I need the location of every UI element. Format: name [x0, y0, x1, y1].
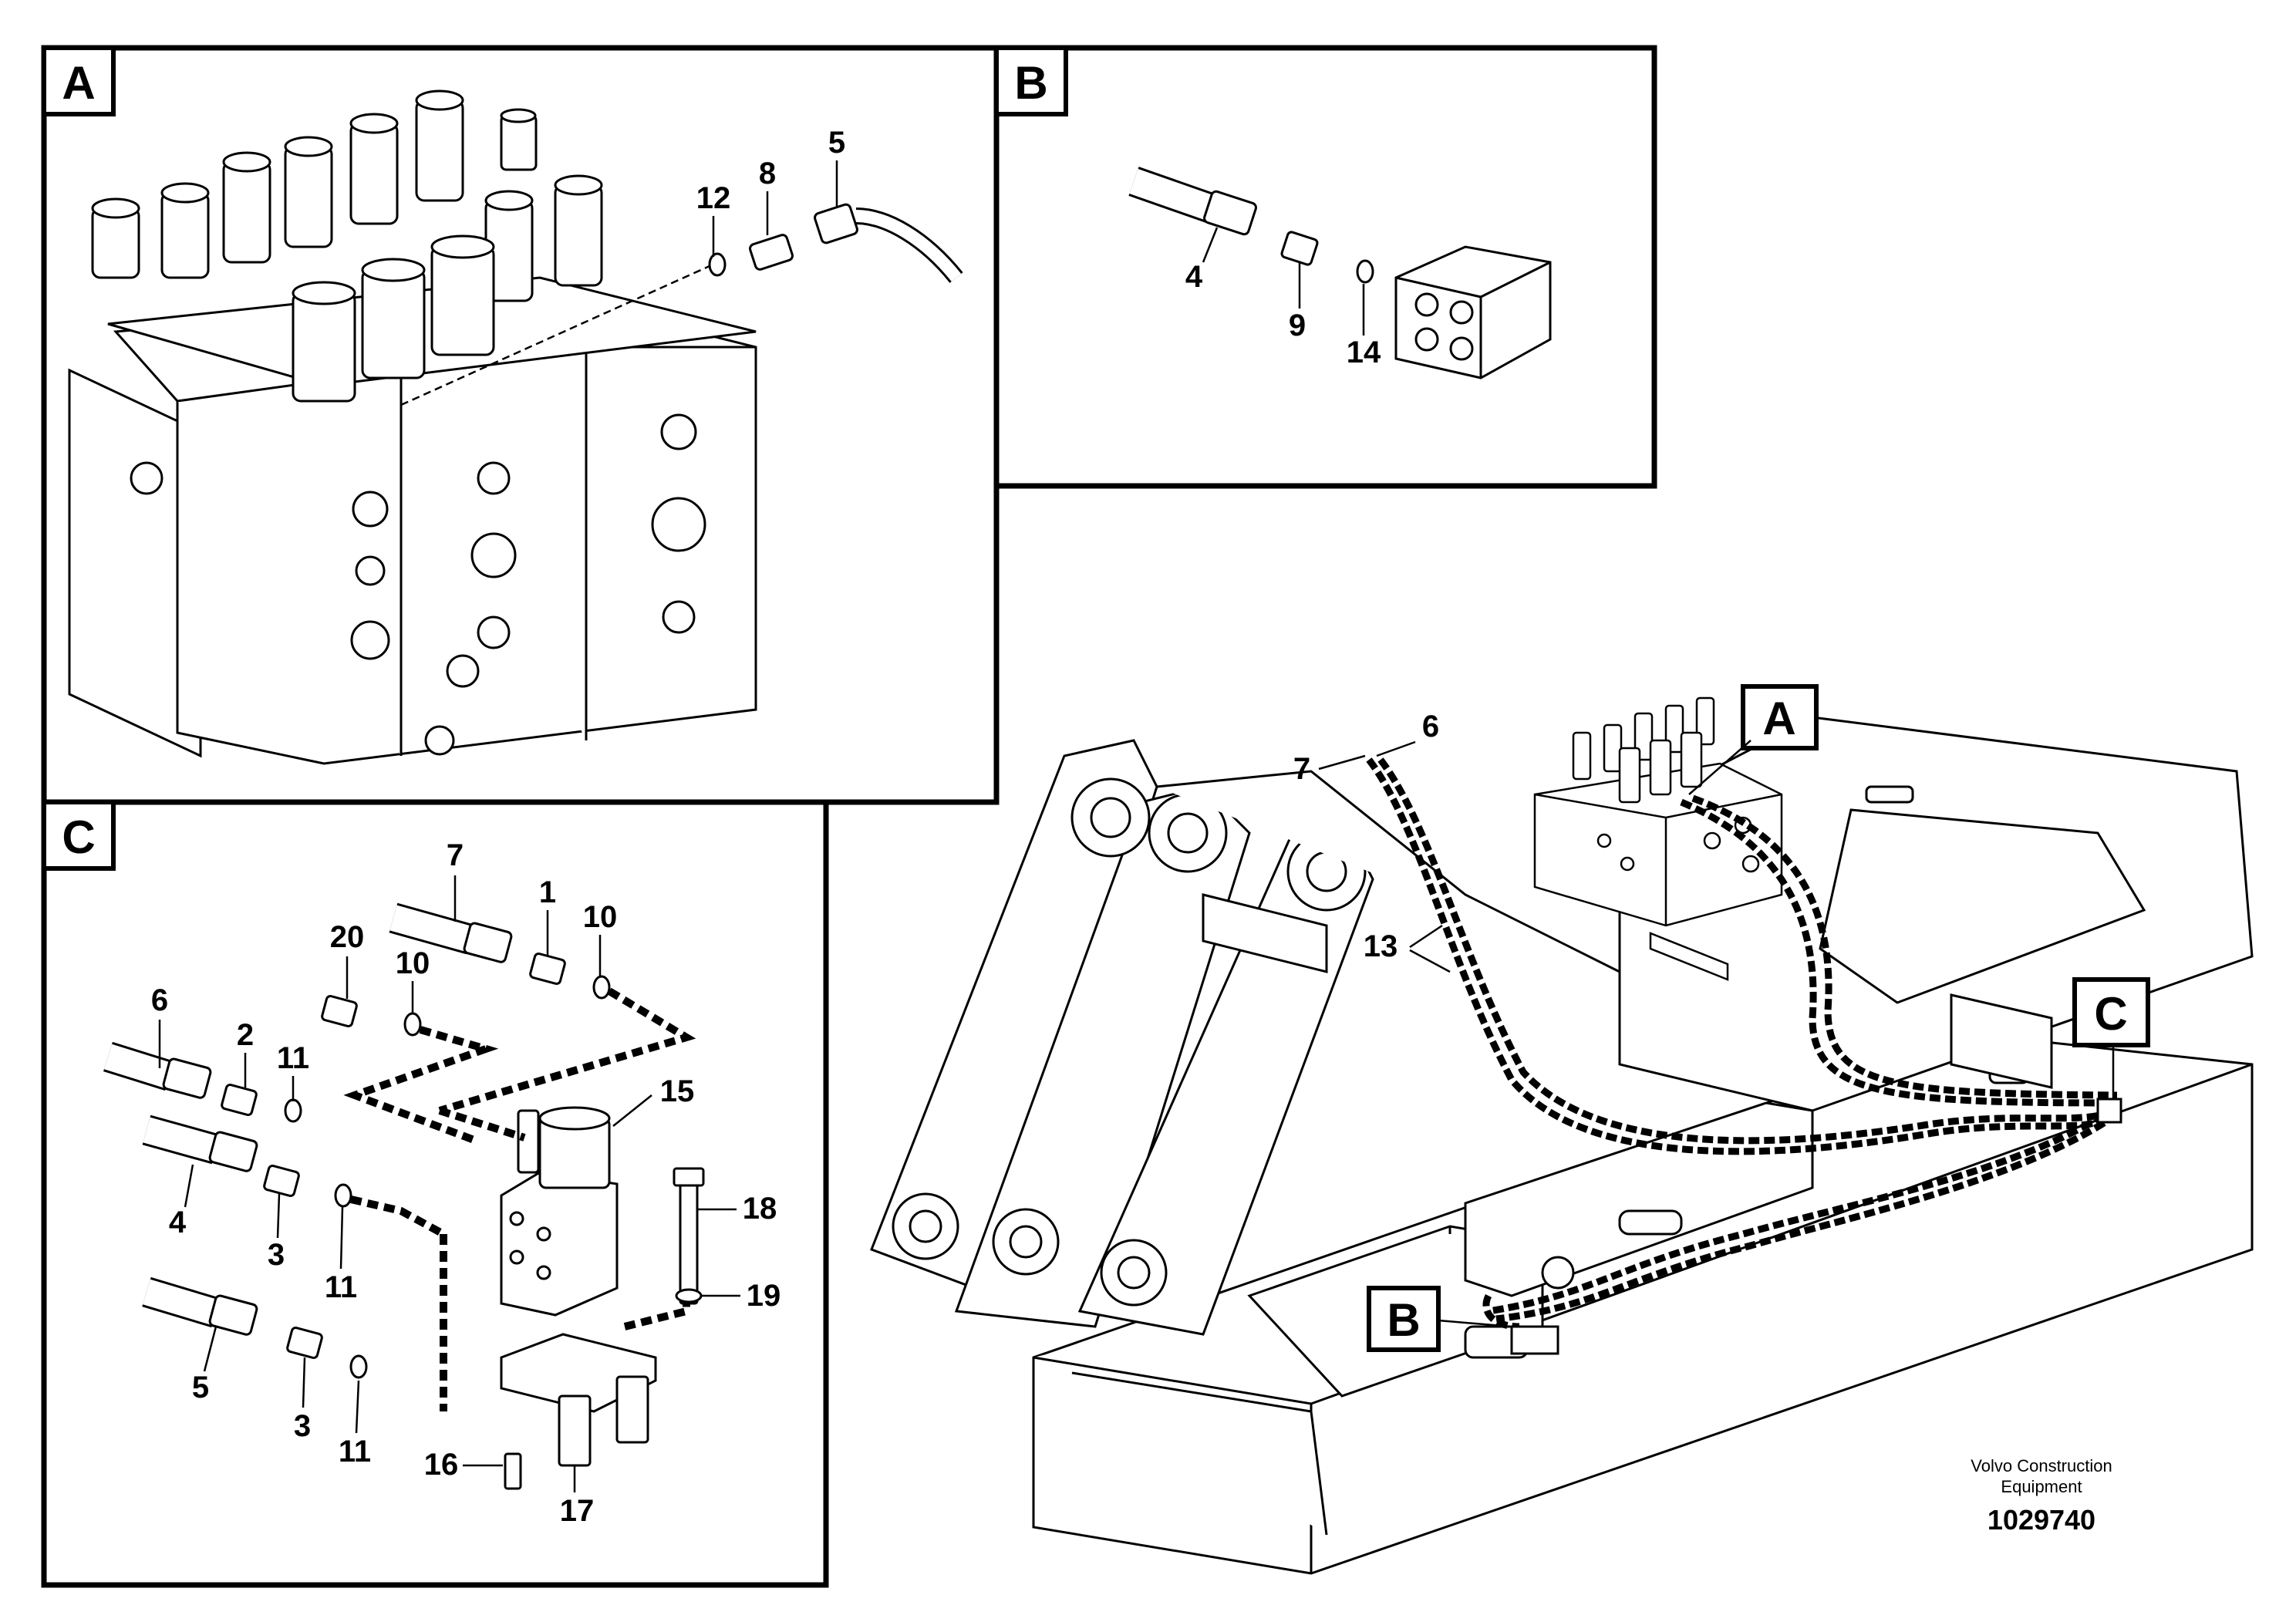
panel-b-letter: B — [1014, 57, 1047, 109]
callout-5: 5 — [828, 126, 845, 160]
panel-c-tag — [42, 800, 116, 871]
callout-18: 18 — [743, 1192, 777, 1226]
svg-text:B: B — [1387, 1294, 1420, 1346]
panel-a: A — [41, 45, 1000, 805]
company-name-line1: Volvo Construction — [1971, 1456, 2112, 1475]
overview-control-valve — [1533, 696, 1783, 981]
callout-16: 16 — [424, 1448, 459, 1482]
panel-a-fittings — [708, 203, 963, 283]
callout-19: 19 — [747, 1279, 781, 1313]
svg-text:C: C — [2094, 988, 2127, 1040]
panel-c-hoses — [103, 902, 705, 1490]
callout-11-b: 11 — [325, 1270, 357, 1304]
panel-c-dashed-lines — [343, 987, 696, 1411]
panel-a-letter: A — [62, 57, 95, 109]
callout-8: 8 — [759, 157, 776, 191]
overview-valve-block-b — [1510, 1325, 1559, 1355]
panel-c: C — [41, 799, 829, 1588]
panel-b-callouts: 4 9 14 — [1185, 227, 1381, 369]
callout-11-c: 11 — [339, 1435, 371, 1469]
callout-20: 20 — [330, 920, 365, 954]
boom-foot-illustration — [870, 739, 1620, 1336]
callout-10-b: 10 — [396, 946, 430, 980]
callout-17: 17 — [560, 1494, 595, 1528]
callout-2: 2 — [237, 1018, 254, 1052]
panel-a-tag — [42, 46, 116, 116]
bolt-18 — [679, 1179, 699, 1305]
callout-10-a: 10 — [583, 900, 618, 934]
callout-7-c: 7 — [447, 838, 464, 872]
overview-tag-a: A — [1688, 684, 1819, 795]
screw-16 — [504, 1452, 522, 1490]
overview-tag-b: B — [1367, 1286, 1512, 1352]
adapter-9 — [1280, 231, 1319, 266]
elbow-5 — [814, 203, 858, 244]
callout-14: 14 — [1347, 336, 1381, 369]
callout-6-c: 6 — [151, 983, 168, 1017]
callout-7-overview: 7 — [1293, 752, 1310, 786]
panel-b: B 4 9 14 — [993, 45, 1657, 489]
solenoid-valve-15 — [500, 1171, 619, 1317]
panel-a-assembly-dashed-line — [400, 265, 710, 406]
callout-5-c: 5 — [192, 1371, 209, 1404]
svg-text:A: A — [1762, 693, 1795, 744]
panel-c-letter: C — [62, 811, 95, 863]
overview-machine: 6 7 13 A B C — [870, 684, 2254, 1575]
callout-1: 1 — [539, 875, 556, 909]
callout-9: 9 — [1289, 309, 1306, 342]
callout-6-overview: 6 — [1422, 710, 1439, 744]
seal-ring-14 — [1356, 259, 1374, 284]
overview-tag-c: C — [2072, 977, 2150, 1124]
panel-b-tag — [994, 46, 1068, 116]
seal-ring-12 — [708, 252, 727, 277]
overview-callouts: 6 7 13 — [1293, 710, 1451, 973]
overview-hose-routing — [1366, 757, 2119, 1330]
callout-12: 12 — [696, 181, 731, 215]
panel-b-fittings — [1128, 167, 1552, 379]
callout-4: 4 — [1185, 260, 1203, 294]
callout-13: 13 — [1364, 929, 1398, 963]
drawing-number: 1029740 — [1988, 1504, 2095, 1536]
control-valve-illustration — [68, 89, 757, 765]
callout-11-a: 11 — [277, 1041, 309, 1075]
panel-a-callouts: 12 8 5 — [696, 126, 845, 257]
panel-c-callouts: 7 1 10 20 10 6 2 11 15 4 3 11 18 — [151, 838, 781, 1528]
callout-3-a: 3 — [268, 1238, 285, 1272]
callout-4-c: 4 — [169, 1206, 187, 1239]
adapter-8 — [749, 234, 794, 271]
title-block: Volvo Construction Equipment 1029740 — [1971, 1456, 2112, 1536]
callout-15: 15 — [660, 1074, 695, 1108]
callout-3-b: 3 — [294, 1409, 311, 1443]
company-name-line2: Equipment — [2001, 1477, 2082, 1496]
